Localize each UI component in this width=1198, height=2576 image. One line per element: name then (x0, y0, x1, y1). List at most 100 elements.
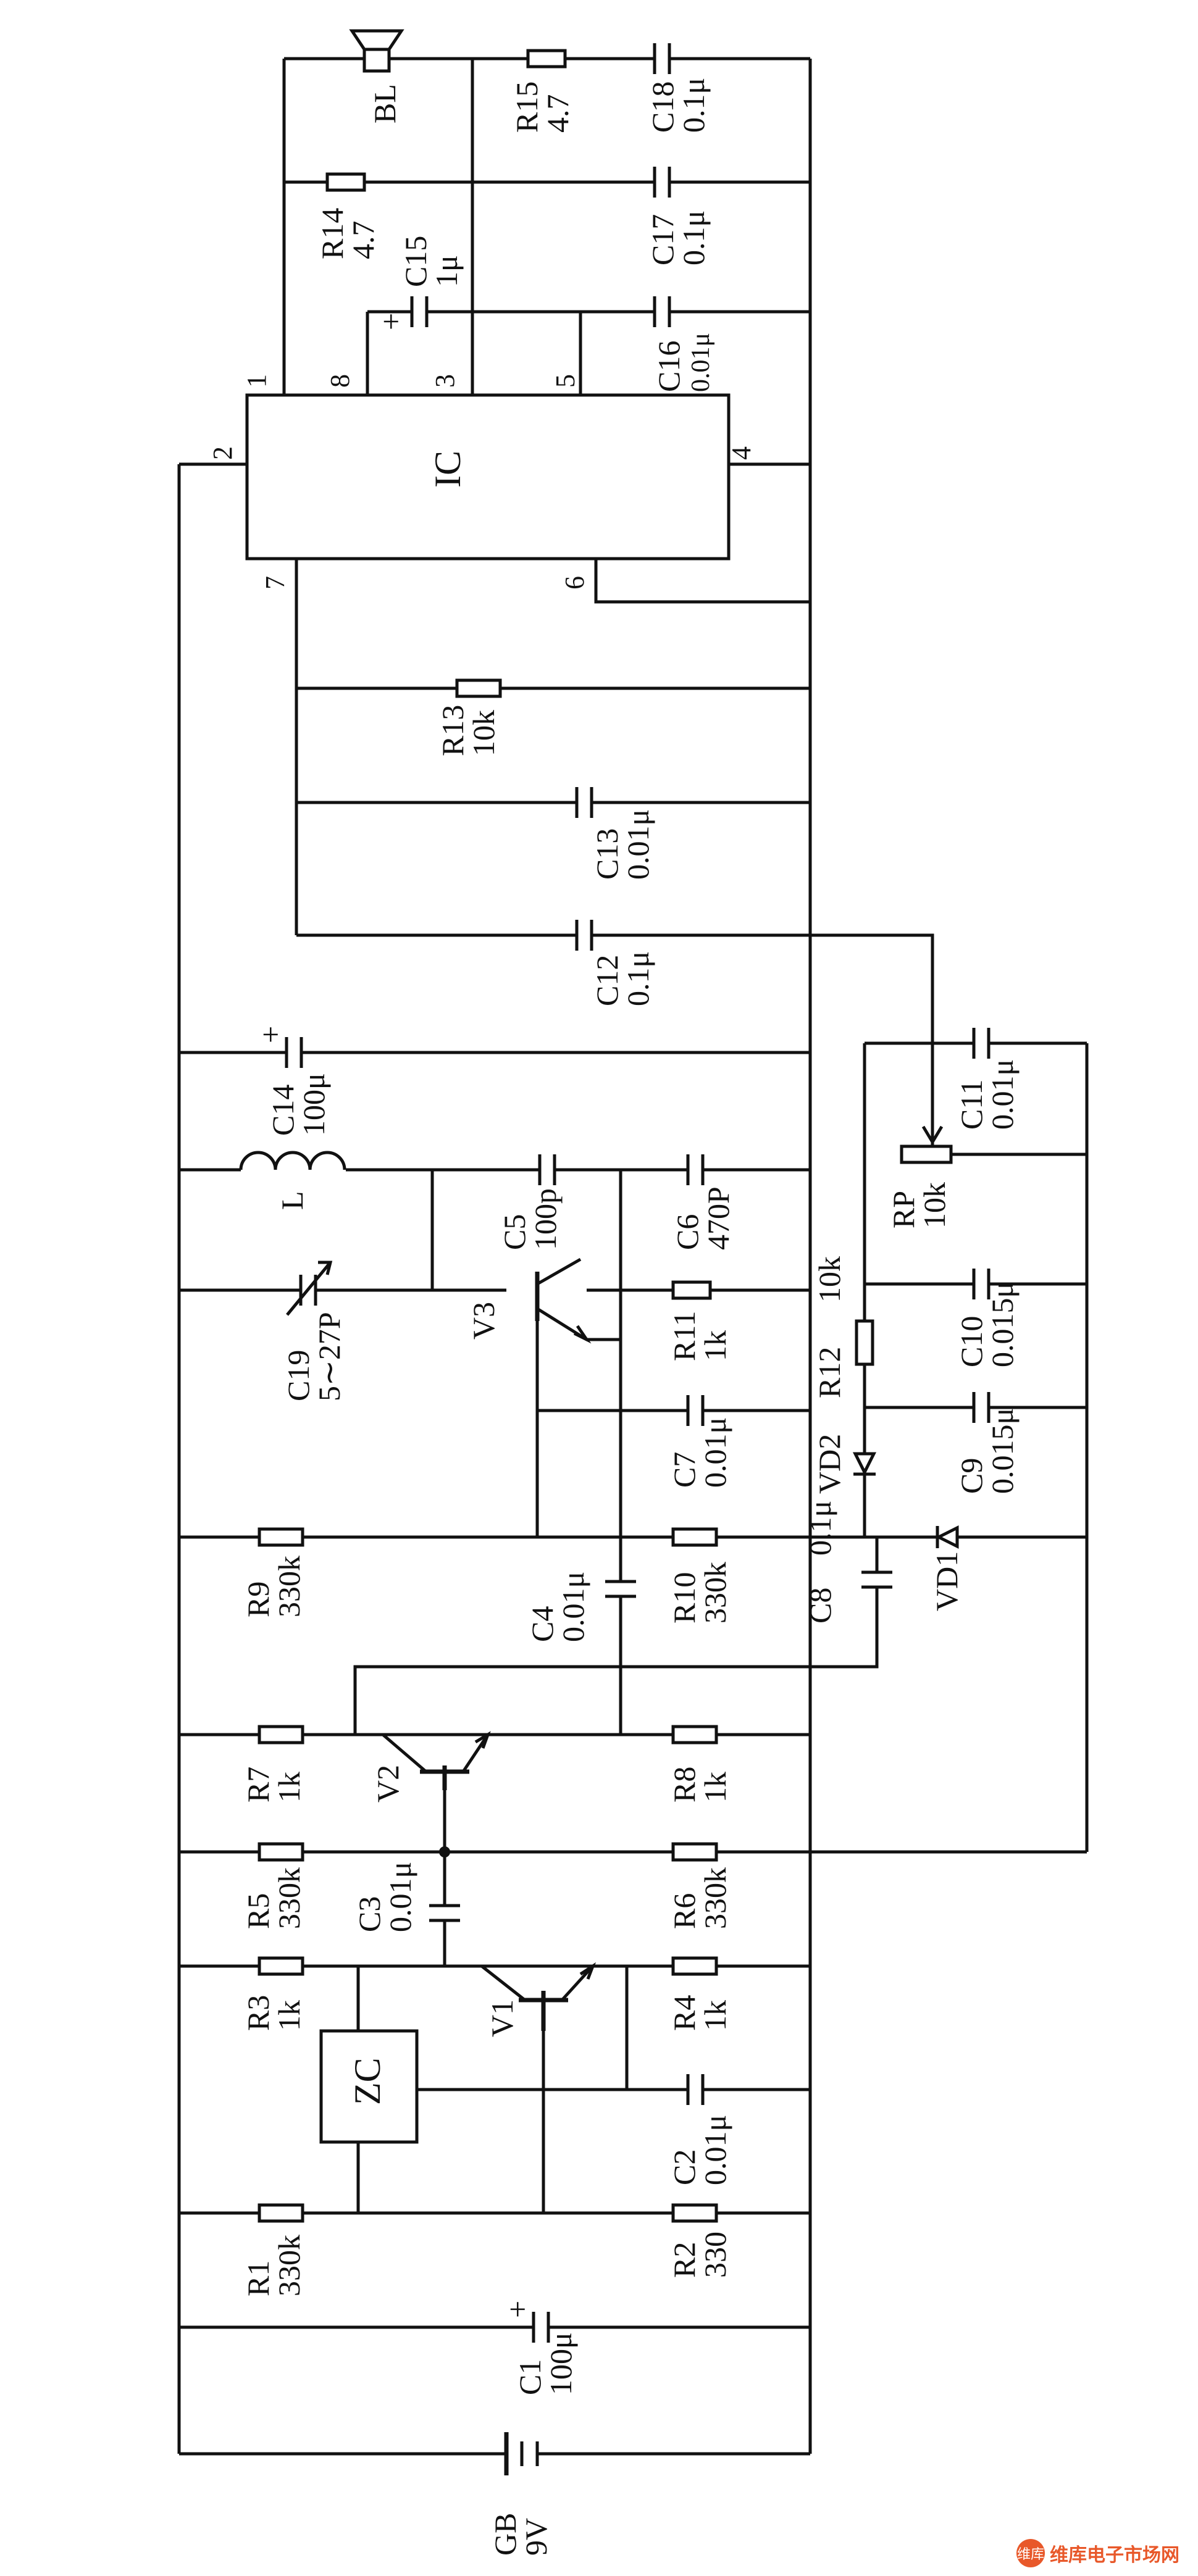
resistor-r11 (671, 1280, 712, 1300)
ic-label: IC (427, 451, 468, 488)
bl-label: BL (367, 84, 402, 123)
vd2-name: VD2 (812, 1434, 847, 1494)
diode-vd1 (935, 1525, 959, 1549)
transistor-v2 (382, 1731, 491, 1790)
c3-name: C3 (352, 1896, 387, 1932)
gb-label: GB (488, 2513, 522, 2556)
capacitor-c14: + (253, 1026, 303, 1068)
c2-value: 0.01μ (698, 2115, 732, 2185)
capacitor-c3 (429, 1904, 460, 1922)
r8-value: 1k (698, 1772, 732, 1803)
junctions (439, 1846, 450, 1857)
c16-name: C16 (651, 341, 686, 392)
r3-value: 1k (272, 2000, 306, 2031)
capacitor-c10 (972, 1269, 991, 1299)
resistor-r10 (671, 1527, 718, 1547)
ic-pin-8: 8 (325, 374, 355, 388)
c15-value: 1μ (429, 255, 464, 287)
c16-value: 0.01μ (687, 333, 715, 392)
c4-name: C4 (525, 1606, 559, 1642)
v1-name: V1 (485, 1999, 519, 2037)
c5-name: C5 (497, 1214, 532, 1250)
resistor-r8 (671, 1725, 718, 1744)
c10-name: C10 (954, 1316, 989, 1367)
r1-value: 330k (272, 2235, 306, 2296)
c14-name: C14 (266, 1085, 300, 1136)
c19-value: 5∼27P (312, 1312, 346, 1401)
resistor-r5 (258, 1842, 304, 1862)
resistor-r15 (526, 49, 567, 69)
c1-name: C1 (513, 2359, 547, 2395)
c9-name: C9 (954, 1458, 989, 1494)
r2-name: R2 (667, 2242, 702, 2278)
capacitor-c17 (653, 167, 671, 198)
r14-name: R14 (315, 208, 350, 259)
ic-pin-3: 3 (430, 374, 460, 388)
c8-value: 0.1μ (803, 1501, 837, 1556)
capacitors: + + + (253, 43, 991, 2343)
resistor-r2 (671, 2203, 718, 2223)
resistor-r4 (671, 1956, 718, 1976)
ic-pin-7: 7 (260, 576, 290, 590)
c11-value: 0.01μ (985, 1059, 1020, 1130)
c3-value: 0.01μ (383, 1862, 417, 1932)
crystal-zc: ZC (319, 2029, 419, 2144)
inductor-l (239, 1148, 346, 1173)
capacitor-c5 (538, 1154, 556, 1185)
capacitor-c8 (861, 1570, 892, 1589)
battery-gb: GB 9V (488, 2432, 553, 2556)
r11-name: R11 (667, 1311, 702, 1362)
c18-name: C18 (645, 81, 680, 133)
resistor-r7 (258, 1725, 304, 1744)
transistor-v3 (535, 1257, 621, 1358)
r5-name: R5 (241, 1893, 275, 1929)
c7-value: 0.01μ (698, 1417, 732, 1488)
capacitor-c9 (972, 1392, 991, 1423)
potentiometer-rp (900, 1144, 953, 1164)
r1-name: R1 (241, 2261, 275, 2296)
resistor-r14 (325, 172, 366, 192)
gb-value: 9V (519, 2518, 553, 2556)
r15-value: 4.7 (540, 94, 575, 133)
r13-name: R13 (435, 705, 470, 756)
c18-value: 0.1μ (676, 78, 711, 133)
r7-value: 1k (272, 1772, 306, 1803)
ic-pin-4: 4 (726, 446, 756, 460)
r11-value: 1k (698, 1330, 732, 1361)
r4-name: R4 (667, 1995, 702, 2031)
r12-name: R12 (812, 1347, 847, 1398)
capacitor-c13 (575, 787, 593, 818)
ic-pin-1: 1 (241, 374, 272, 388)
capacitor-c1: + (500, 2301, 550, 2343)
r13-value: 10k (466, 710, 501, 756)
svg-text:+: + (374, 313, 408, 330)
capacitor-c7 (686, 1395, 705, 1426)
zc-label: ZC (347, 2057, 388, 2105)
capacitor-c18 (653, 43, 671, 74)
c2-name: C2 (667, 2149, 702, 2185)
diode-vd2 (852, 1452, 877, 1476)
c5-value: 100p (528, 1188, 563, 1250)
resistor-r6 (671, 1842, 718, 1862)
capacitor-c16 (653, 296, 671, 327)
c19-name: C19 (281, 1350, 316, 1401)
capacitor-c2 (686, 2074, 705, 2105)
resistor-r12 (855, 1319, 874, 1366)
capacitor-c6 (686, 1154, 705, 1185)
capacitor-c11 (972, 1028, 991, 1059)
c17-name: C17 (645, 214, 680, 265)
r9-name: R9 (241, 1582, 275, 1617)
c8-name: C8 (803, 1588, 837, 1624)
ic-chip: IC 1 2 3 4 5 6 7 8 (207, 374, 756, 590)
c12-value: 0.1μ (621, 951, 655, 1006)
c9-value: 0.015μ (985, 1408, 1020, 1494)
transistor-v1 (480, 1962, 597, 2031)
rp-name: RP (886, 1191, 921, 1228)
v3-name: V3 (466, 1302, 501, 1340)
c14-value: 100μ (296, 1073, 331, 1136)
r12-value: 10k (812, 1256, 847, 1303)
c11-name: C11 (954, 1080, 989, 1130)
c12-name: C12 (590, 955, 624, 1006)
r4-value: 1k (698, 2000, 732, 2031)
